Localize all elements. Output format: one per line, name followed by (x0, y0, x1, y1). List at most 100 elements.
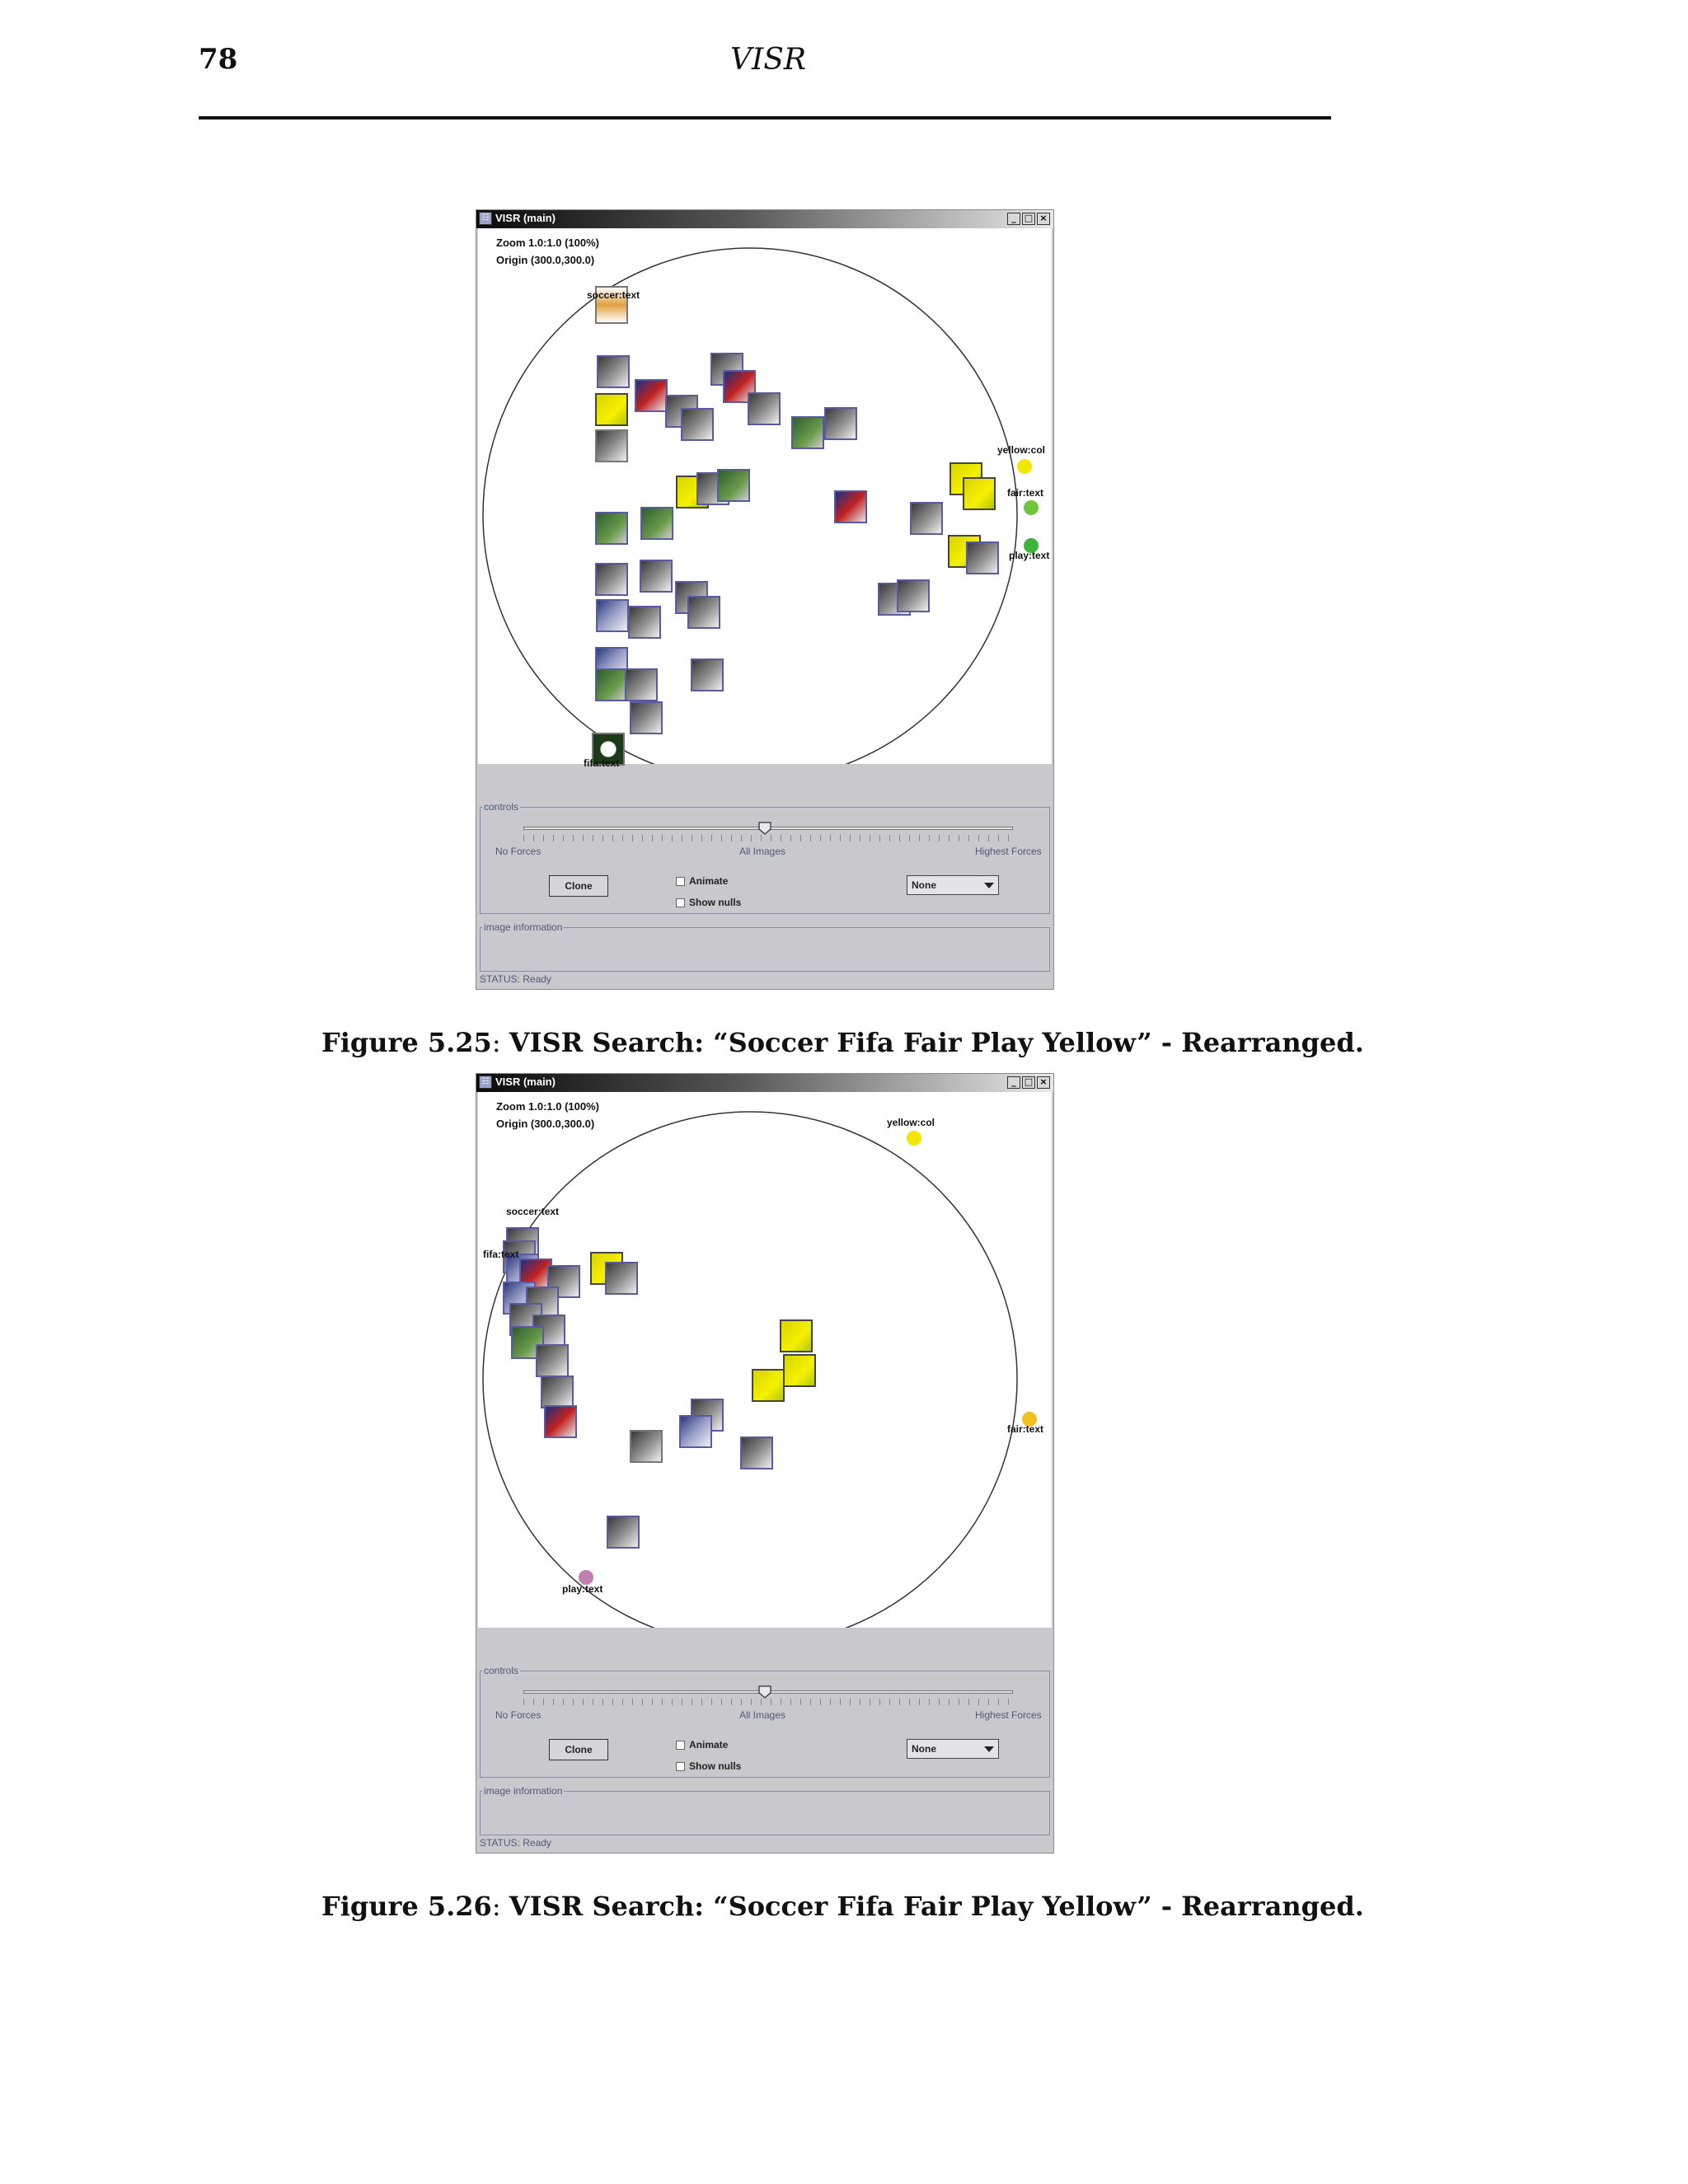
image-thumbnail[interactable] (910, 502, 943, 535)
image-thumbnail[interactable] (635, 379, 668, 412)
image-thumbnail[interactable] (897, 579, 930, 612)
animate-label[interactable]: Animate (689, 875, 729, 887)
image-thumbnail[interactable] (630, 1430, 663, 1463)
slider-ticks (523, 835, 1013, 841)
image-thumbnail[interactable] (536, 1344, 569, 1377)
caption-colon: : (491, 1027, 509, 1058)
maximize-button[interactable]: □ (1022, 1076, 1035, 1089)
clone-button[interactable]: Clone (549, 1739, 608, 1760)
mode-select[interactable]: None (907, 1739, 999, 1759)
anchor-point-yellow[interactable] (907, 1131, 921, 1146)
anchor-point-play[interactable] (1024, 538, 1039, 553)
slider-label-no-forces: No Forces (495, 1709, 542, 1721)
app-icon: ☷ (479, 212, 492, 225)
clone-button[interactable]: Clone (549, 875, 608, 897)
image-thumbnail[interactable] (679, 1415, 712, 1448)
image-thumbnail[interactable] (544, 1405, 577, 1438)
anchor-point-yellow[interactable] (1017, 459, 1032, 474)
header-rule (199, 116, 1331, 120)
animate-checkbox[interactable] (676, 877, 685, 886)
image-thumbnail[interactable] (595, 512, 628, 545)
image-thumbnail[interactable] (640, 507, 673, 540)
animate-label[interactable]: Animate (689, 1739, 729, 1750)
image-thumbnail[interactable] (748, 392, 781, 425)
image-thumbnail[interactable] (687, 596, 720, 629)
image-thumbnail[interactable] (595, 563, 628, 596)
slider-label-no-forces: No Forces (495, 846, 542, 857)
image-thumbnail[interactable] (597, 355, 630, 388)
window-titlebar[interactable]: ☷ VISR (main) _ □ × (476, 210, 1053, 228)
caption-colon: : (491, 1891, 509, 1922)
slider-label-all-images: All Images (739, 1709, 786, 1721)
slider-ticks (523, 1699, 1013, 1705)
minimize-button[interactable]: _ (1007, 1076, 1020, 1089)
image-thumbnail[interactable] (691, 658, 724, 691)
figure-caption: Figure 5.25: VISR Search: “Soccer Fifa F… (321, 1027, 1364, 1058)
anchor-point-play[interactable] (579, 1570, 593, 1585)
force-slider-thumb[interactable] (757, 1685, 772, 1699)
image-thumbnail[interactable] (595, 393, 628, 426)
image-thumbnail[interactable] (625, 668, 658, 701)
visualization-canvas[interactable]: Zoom 1.0:1.0 (100%) Origin (300.0,300.0)… (478, 1092, 1052, 1628)
image-thumbnail[interactable] (595, 668, 628, 701)
anchor-point-fair[interactable] (1022, 1412, 1037, 1427)
animate-checkbox[interactable] (676, 1741, 685, 1750)
image-thumbnail[interactable] (595, 429, 628, 462)
image-thumbnail[interactable] (681, 408, 714, 441)
close-button[interactable]: × (1037, 213, 1050, 225)
anchor-point-fair[interactable] (1024, 500, 1039, 515)
image-thumbnail[interactable] (966, 541, 999, 574)
force-circle (482, 1111, 1018, 1628)
slider-label-all-images: All Images (739, 846, 786, 857)
maximize-button[interactable]: □ (1022, 213, 1035, 225)
close-button[interactable]: × (1037, 1076, 1050, 1089)
image-thumbnail[interactable] (717, 469, 750, 502)
force-slider-thumb[interactable] (757, 821, 772, 836)
mode-select-value: None (912, 879, 936, 891)
status-bar: STATUS: Ready (480, 973, 551, 985)
show-nulls-label[interactable]: Show nulls (689, 1760, 742, 1772)
app-icon: ☷ (479, 1076, 492, 1089)
window-title: VISR (main) (495, 212, 556, 224)
page-number: 78 (199, 43, 238, 76)
image-thumbnail[interactable] (596, 599, 629, 632)
status-bar: STATUS: Ready (480, 1837, 551, 1849)
image-thumbnail[interactable] (630, 701, 663, 734)
show-nulls-label[interactable]: Show nulls (689, 897, 742, 908)
image-thumbnail[interactable] (963, 477, 996, 510)
mode-select[interactable]: None (907, 875, 999, 895)
chevron-down-icon (984, 1746, 994, 1752)
image-thumbnail[interactable] (628, 606, 661, 639)
image-thumbnail[interactable] (834, 490, 867, 523)
image-thumbnail[interactable] (783, 1354, 816, 1387)
image-thumbnail[interactable] (791, 416, 824, 449)
image-thumbnail[interactable] (640, 560, 673, 593)
image-information-label: image information (482, 1785, 565, 1797)
zoom-readout: Zoom 1.0:1.0 (100%) (496, 1100, 599, 1113)
controls-group: controls No Forces All Images Highest Fo… (480, 1665, 1050, 1778)
window-titlebar[interactable]: ☷ VISR (main) _ □ × (476, 1074, 1053, 1092)
image-information-group: image information (480, 1785, 1050, 1835)
image-thumbnail[interactable] (595, 286, 628, 324)
controls-group-label: controls (482, 1665, 521, 1676)
visualization-canvas[interactable]: Zoom 1.0:1.0 (100%) Origin (300.0,300.0) (478, 228, 1052, 769)
figure-caption: Figure 5.26: VISR Search: “Soccer Fifa F… (321, 1891, 1364, 1922)
image-thumbnail[interactable] (752, 1369, 785, 1402)
image-thumbnail[interactable] (592, 733, 625, 766)
visr-window-figure-2: ☷ VISR (main) _ □ × Zoom 1.0:1.0 (100%) … (476, 1073, 1054, 1854)
image-thumbnail[interactable] (740, 1436, 773, 1469)
anchor-label-play: play:text (1009, 550, 1050, 561)
slider-label-highest-forces: Highest Forces (975, 846, 1042, 857)
image-thumbnail[interactable] (824, 407, 857, 440)
show-nulls-checkbox[interactable] (676, 1762, 685, 1771)
image-thumbnail[interactable] (780, 1319, 813, 1352)
anchor-label-play: play:text (562, 1583, 603, 1595)
image-thumbnail[interactable] (541, 1376, 574, 1408)
image-thumbnail[interactable] (605, 1262, 638, 1295)
image-thumbnail[interactable] (607, 1516, 640, 1549)
minimize-button[interactable]: _ (1007, 213, 1020, 225)
caption-label: Figure 5.26 (321, 1891, 492, 1922)
anchor-label-soccer: soccer:text (506, 1206, 560, 1217)
zoom-readout: Zoom 1.0:1.0 (100%) (496, 237, 599, 249)
show-nulls-checkbox[interactable] (676, 898, 685, 907)
